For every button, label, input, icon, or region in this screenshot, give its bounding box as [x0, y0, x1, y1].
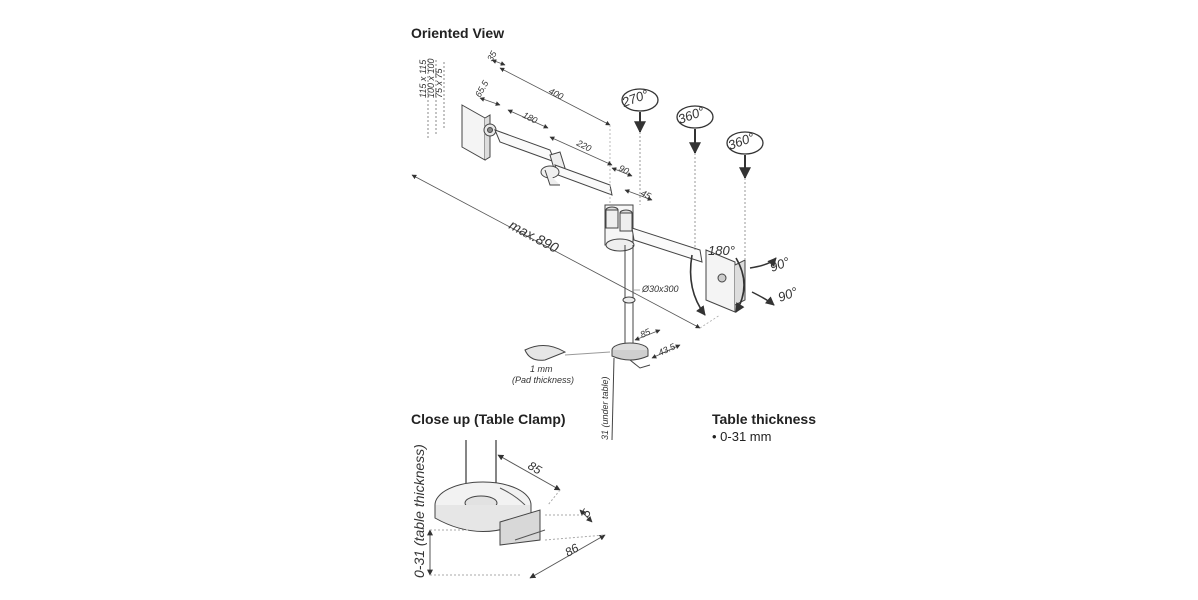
- close-up-85-label: 85: [526, 458, 545, 477]
- dim-180-label: 180: [521, 110, 539, 126]
- rotation-90a-label: 90°: [768, 254, 792, 275]
- rotation-360-a: [676, 105, 714, 250]
- close-up-5-label: 5: [578, 506, 594, 519]
- vesa-100-label: 100 x 100: [426, 58, 436, 98]
- rotation-360b-label: 360°: [726, 130, 756, 153]
- close-up-86-label: 86: [563, 541, 582, 560]
- left-vesa-plate: [461, 104, 497, 161]
- rotation-270-label: 270°: [619, 87, 650, 111]
- rotation-90b-label: 90°: [776, 284, 800, 305]
- oriented-view-labels: 115 x 115 100 x 100 75 x 75 35 65.5 400 …: [418, 48, 800, 440]
- close-up-drawing: [427, 440, 606, 579]
- pole-label: Ø30x300: [641, 284, 679, 294]
- rotation-360-b: [726, 131, 764, 262]
- oriented-view-title: Oriented View: [411, 25, 505, 41]
- table-thickness-title: Table thickness: [712, 411, 817, 427]
- dim-65-5-label: 65.5: [473, 78, 491, 99]
- dim-220-label: 220: [574, 137, 593, 153]
- dim-400-label: 400: [547, 86, 565, 102]
- table-thickness-value: • 0-31 mm: [712, 429, 772, 444]
- close-up-thickness-label: 0-31 (table thickness): [411, 444, 427, 578]
- pad-mm-label: 1 mm: [530, 364, 553, 374]
- dim-43-5-label: 43.5: [657, 341, 678, 358]
- rotation-360a-label: 360°: [676, 104, 706, 127]
- rotation-180-label: 180°: [708, 243, 735, 258]
- close-up-title: Close up (Table Clamp): [411, 411, 566, 427]
- vesa-115-label: 115 x 115: [418, 59, 428, 98]
- max-890-label: max.890: [507, 217, 562, 256]
- table-label: 31 (under table): [600, 376, 610, 440]
- pad: [524, 345, 611, 361]
- dim-90-label: 90: [617, 163, 630, 176]
- oriented-view-drawing: [411, 59, 777, 441]
- dim-35-label: 35: [485, 48, 499, 63]
- close-up-labels: 85 5 86 0-31 (table thickness): [411, 444, 594, 578]
- vesa-75-label: 75 x 75: [434, 67, 444, 98]
- pad-text-label: (Pad thickness): [512, 375, 574, 385]
